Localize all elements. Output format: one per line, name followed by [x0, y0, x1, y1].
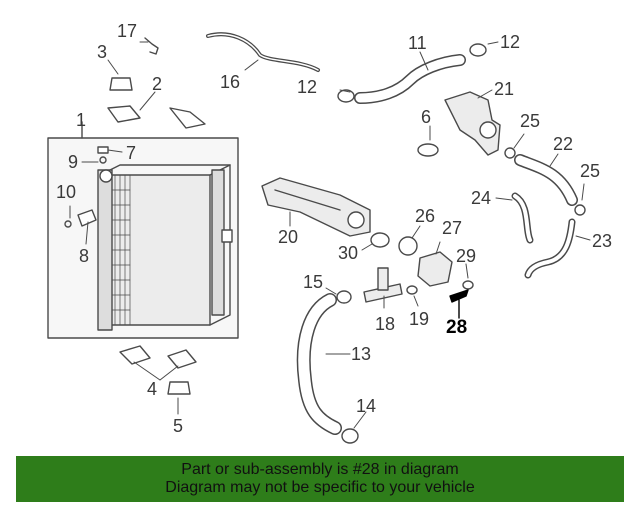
housing-21-shape: [444, 91, 501, 156]
radiator-core: [97, 164, 233, 331]
banner-line-1: Part or sub-assembly is #28 in diagram: [181, 461, 459, 478]
callout-21: 21: [494, 79, 515, 99]
callout-27: 27: [442, 218, 463, 238]
callout-4: 4: [147, 379, 158, 399]
drain-plug-shape: [77, 209, 97, 227]
callout-10: 10: [56, 182, 77, 202]
callout-5: 5: [173, 416, 184, 436]
callout-18: 18: [375, 314, 396, 334]
callout-9: 9: [68, 152, 79, 172]
callout-23: 23: [592, 231, 613, 251]
banner-line-2: Diagram may not be specific to your vehi…: [165, 479, 475, 496]
info-banner: Part or sub-assembly is #28 in diagram D…: [16, 456, 624, 502]
callout-28-highlighted: 28: [446, 317, 468, 338]
cover-20-shape: [261, 177, 371, 237]
callout-7: 7: [126, 143, 137, 163]
callout-25b: 25: [580, 161, 601, 181]
callout-12a: 12: [500, 32, 521, 52]
callout-11: 11: [408, 33, 427, 53]
callout-19: 19: [409, 309, 430, 329]
callout-2: 2: [152, 74, 163, 94]
callout-25a: 25: [520, 111, 541, 131]
callout-26: 26: [415, 206, 436, 226]
callout-17: 17: [117, 21, 138, 41]
callout-12b: 12: [297, 77, 318, 97]
callout-6: 6: [421, 107, 432, 127]
callout-20: 20: [278, 227, 299, 247]
callout-3: 3: [97, 42, 108, 62]
callout-16: 16: [220, 72, 241, 92]
callout-29: 29: [456, 246, 477, 266]
parts-diagram: [47, 32, 591, 444]
callout-30: 30: [338, 243, 359, 263]
callout-22: 22: [553, 134, 574, 154]
part-28-shape: [449, 289, 469, 303]
callout-8: 8: [79, 246, 90, 266]
callout-1: 1: [76, 110, 87, 130]
callout-13: 13: [351, 344, 372, 364]
callout-24: 24: [471, 188, 492, 208]
callout-15: 15: [303, 272, 324, 292]
callout-14: 14: [356, 396, 377, 416]
